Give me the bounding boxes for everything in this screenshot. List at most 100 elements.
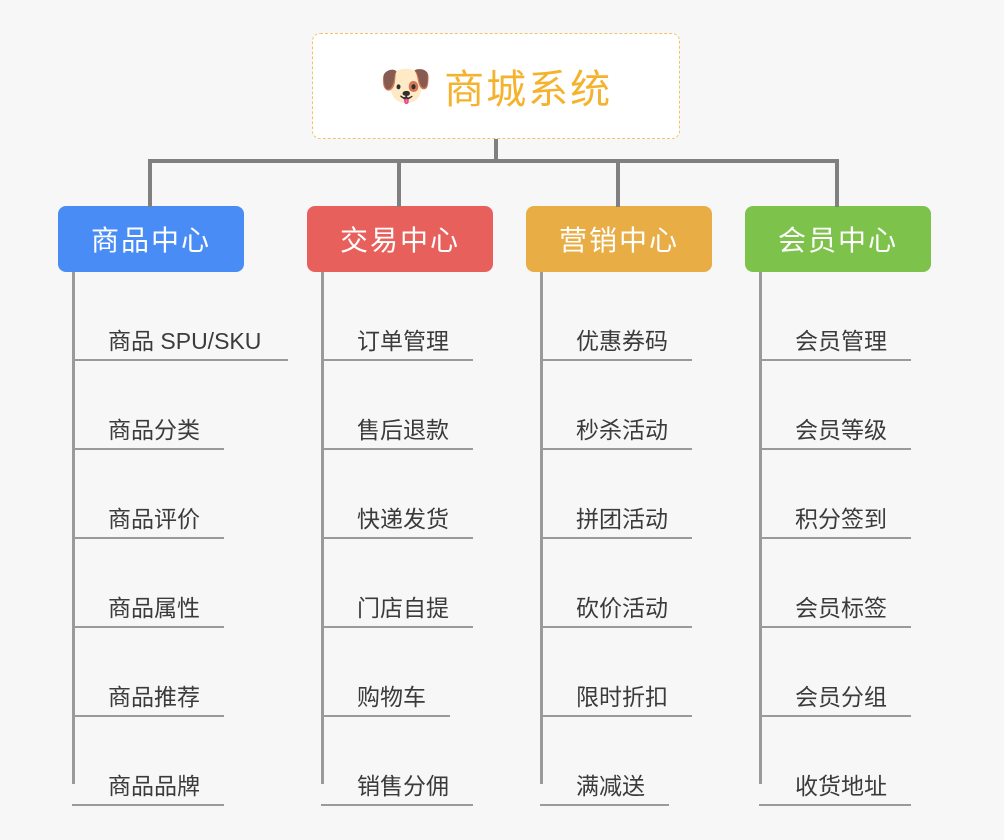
connector-trunk-4: [759, 272, 762, 784]
category-header-2[interactable]: 交易中心: [307, 206, 493, 272]
connector-trunk-1: [72, 272, 75, 784]
category-column-4: 会员中心会员管理会员等级积分签到会员标签会员分组收货地址: [745, 206, 931, 806]
leaf-list-3: 优惠券码秒杀活动拼团活动砍价活动限时折扣满减送: [540, 272, 712, 806]
category-header-label: 会员中心: [777, 225, 898, 256]
category-column-1: 商品中心商品 SPU/SKU 商品分类商品评价商品属性商品推荐商品品牌: [58, 206, 288, 806]
leaf-item[interactable]: 门店自提: [321, 539, 493, 628]
leaf-item[interactable]: 销售分佣: [321, 717, 493, 806]
leaf-item[interactable]: 商品品牌: [72, 717, 244, 806]
leaf-item-rule: [72, 448, 224, 450]
leaf-item[interactable]: 秒杀活动: [540, 361, 712, 450]
dog-face-icon: 🐶: [379, 62, 433, 109]
leaf-item-rule: [321, 804, 473, 806]
leaf-item-rule: [321, 537, 473, 539]
connector-trunk-2: [321, 272, 324, 784]
leaf-item[interactable]: 会员分组: [759, 628, 931, 717]
leaf-item-rule: [540, 359, 692, 361]
leaf-item-label: 秒杀活动: [576, 417, 668, 443]
leaf-item-rule: [321, 715, 450, 717]
leaf-item-label: 商品 SPU/SKU: [108, 328, 262, 354]
leaf-item[interactable]: 售后退款: [321, 361, 493, 450]
connector-root-stem: [494, 139, 498, 162]
connector-drop-4: [835, 159, 839, 207]
leaf-item[interactable]: 商品分类: [72, 361, 244, 450]
leaf-item[interactable]: 会员标签: [759, 539, 931, 628]
leaf-item-label: 商品评价: [108, 506, 200, 532]
leaf-item[interactable]: 拼团活动: [540, 450, 712, 539]
leaf-item-label: 订单管理: [357, 328, 449, 354]
leaf-item-rule: [759, 537, 911, 539]
leaf-item[interactable]: 购物车: [321, 628, 493, 717]
leaf-item-label: 会员管理: [795, 328, 887, 354]
leaf-item-label: 砍价活动: [576, 595, 668, 621]
connector-drop-3: [616, 159, 620, 207]
leaf-list-4: 会员管理会员等级积分签到会员标签会员分组收货地址: [759, 272, 931, 806]
leaf-item-rule: [540, 537, 692, 539]
leaf-item-rule: [72, 804, 224, 806]
category-header-label: 商品中心: [90, 225, 211, 256]
category-header-3[interactable]: 营销中心: [526, 206, 712, 272]
leaf-item[interactable]: 会员等级: [759, 361, 931, 450]
leaf-item-rule: [759, 804, 911, 806]
category-header-label: 交易中心: [339, 225, 460, 256]
leaf-item-rule: [759, 448, 911, 450]
leaf-item-rule: [540, 715, 692, 717]
leaf-item-label: 拼团活动: [576, 506, 668, 532]
leaf-list-2: 订单管理售后退款快递发货门店自提购物车销售分佣: [321, 272, 493, 806]
leaf-item[interactable]: 优惠券码: [540, 272, 712, 361]
leaf-item-label: 门店自提: [357, 595, 449, 621]
leaf-item-rule: [321, 448, 473, 450]
leaf-item-label: 售后退款: [357, 417, 449, 443]
leaf-item[interactable]: 商品推荐: [72, 628, 244, 717]
leaf-item-label: 商品属性: [108, 595, 200, 621]
root-title: 商城系统: [444, 68, 613, 112]
leaf-item[interactable]: 商品 SPU/SKU: [72, 272, 288, 361]
leaf-item-rule: [540, 804, 669, 806]
leaf-list-1: 商品 SPU/SKU 商品分类商品评价商品属性商品推荐商品品牌: [72, 272, 288, 806]
leaf-item-label: 限时折扣: [576, 684, 668, 710]
leaf-item[interactable]: 收货地址: [759, 717, 931, 806]
leaf-item[interactable]: 限时折扣: [540, 628, 712, 717]
leaf-item-label: 销售分佣: [357, 773, 449, 799]
leaf-item-label: 积分签到: [795, 506, 887, 532]
leaf-item[interactable]: 满减送: [540, 717, 712, 806]
leaf-item[interactable]: 会员管理: [759, 272, 931, 361]
leaf-item-label: 商品分类: [108, 417, 200, 443]
leaf-item-rule: [72, 537, 224, 539]
leaf-item[interactable]: 商品属性: [72, 539, 244, 628]
leaf-item-label: 快递发货: [357, 506, 449, 532]
leaf-item-label: 优惠券码: [576, 328, 668, 354]
leaf-item-rule: [759, 626, 911, 628]
leaf-item-rule: [321, 359, 473, 361]
connector-drop-1: [148, 159, 152, 207]
leaf-item[interactable]: 快递发货: [321, 450, 493, 539]
leaf-item-label: 收货地址: [795, 773, 887, 799]
leaf-item-label: 满减送: [576, 773, 645, 799]
leaf-item-rule: [759, 715, 911, 717]
leaf-item[interactable]: 积分签到: [759, 450, 931, 539]
leaf-item-rule: [540, 626, 692, 628]
connector-trunk-3: [540, 272, 543, 784]
leaf-item-label: 会员分组: [795, 684, 887, 710]
connector-drop-2: [397, 159, 401, 207]
leaf-item-label: 会员标签: [795, 595, 887, 621]
leaf-item-rule: [72, 626, 224, 628]
root-node[interactable]: 🐶 商城系统: [312, 33, 680, 139]
connector-bus: [148, 159, 838, 163]
leaf-item-rule: [72, 715, 224, 717]
category-header-4[interactable]: 会员中心: [745, 206, 931, 272]
leaf-item-label: 商品品牌: [108, 773, 200, 799]
leaf-item[interactable]: 订单管理: [321, 272, 493, 361]
leaf-item-rule: [72, 359, 288, 361]
leaf-item-label: 商品推荐: [108, 684, 200, 710]
category-header-label: 营销中心: [558, 225, 679, 256]
leaf-item-rule: [759, 359, 911, 361]
category-header-1[interactable]: 商品中心: [58, 206, 244, 272]
leaf-item-rule: [540, 448, 692, 450]
leaf-item[interactable]: 砍价活动: [540, 539, 712, 628]
category-column-3: 营销中心优惠券码秒杀活动拼团活动砍价活动限时折扣满减送: [526, 206, 712, 806]
leaf-item[interactable]: 商品评价: [72, 450, 244, 539]
leaf-item-rule: [321, 626, 473, 628]
leaf-item-label: 购物车: [357, 684, 426, 710]
